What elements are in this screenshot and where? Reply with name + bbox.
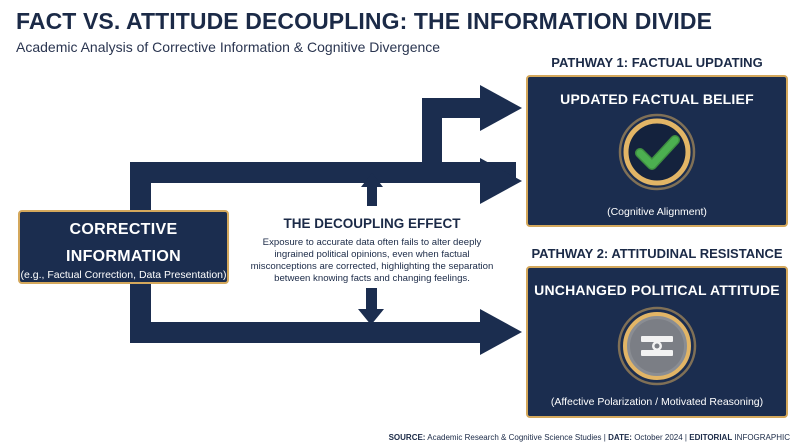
equal-sign-icon [616, 305, 698, 387]
footer-credits: SOURCE: Academic Research & Cognitive Sc… [388, 433, 790, 442]
footer-brand-rest: INFOGRAPHIC [734, 433, 790, 442]
corrective-title-line2: INFORMATION [66, 248, 181, 265]
factual-box-title: UPDATED FACTUAL BELIEF [560, 91, 754, 107]
upper-branch-horizontal [422, 98, 482, 118]
pathway1-label: PATHWAY 1: FACTUAL UPDATING [551, 55, 763, 70]
trunk-bottom-connector [130, 284, 151, 322]
arrowhead-to-factual-bottom [480, 158, 522, 204]
footer-date-text: October 2024 [634, 433, 683, 442]
footer-brand-bold: EDITORIAL [689, 433, 733, 442]
upper-horizontal-bar [130, 162, 516, 183]
decoupling-arrow-up [361, 173, 383, 206]
decoupling-effect-body: Exposure to accurate data often fails to… [250, 237, 494, 284]
arrowhead-to-factual-top [480, 85, 522, 131]
corrective-title-line1: CORRECTIVE [69, 221, 178, 238]
trunk-top-connector [130, 183, 151, 211]
updated-factual-belief-box: UPDATED FACTUAL BELIEF (Cognitive Alignm… [526, 75, 788, 227]
page-subtitle: Academic Analysis of Corrective Informat… [16, 39, 441, 55]
factual-box-caption: (Cognitive Alignment) [607, 206, 707, 218]
unchanged-political-attitude-box: UNCHANGED POLITICAL ATTITUDE (Affective … [526, 266, 788, 418]
decoupling-effect-title: THE DECOUPLING EFFECT [283, 216, 461, 231]
corrective-subtitle: (e.g., Factual Correction, Data Presenta… [20, 269, 227, 281]
footer-source-label: SOURCE: [388, 433, 426, 442]
footer-source-text: Academic Research & Cognitive Science St… [427, 433, 602, 442]
pathway2-label: PATHWAY 2: ATTITUDINAL RESISTANCE [531, 246, 783, 261]
corrective-information-box: CORRECTIVE INFORMATION (e.g., Factual Co… [18, 210, 229, 284]
arrowhead-to-attitude [480, 309, 522, 355]
attitude-box-caption: (Affective Polarization / Motivated Reas… [550, 396, 764, 408]
page-title: FACT VS. ATTITUDE DECOUPLING: THE INFORM… [16, 8, 713, 34]
decoupling-arrow-down [358, 288, 384, 325]
upper-branch-vertical [422, 98, 442, 182]
attitude-box-title: UNCHANGED POLITICAL ATTITUDE [534, 282, 780, 298]
footer-date-label: DATE: [608, 433, 632, 442]
lower-horizontal-bar [130, 322, 482, 343]
check-circle-icon [617, 112, 697, 192]
